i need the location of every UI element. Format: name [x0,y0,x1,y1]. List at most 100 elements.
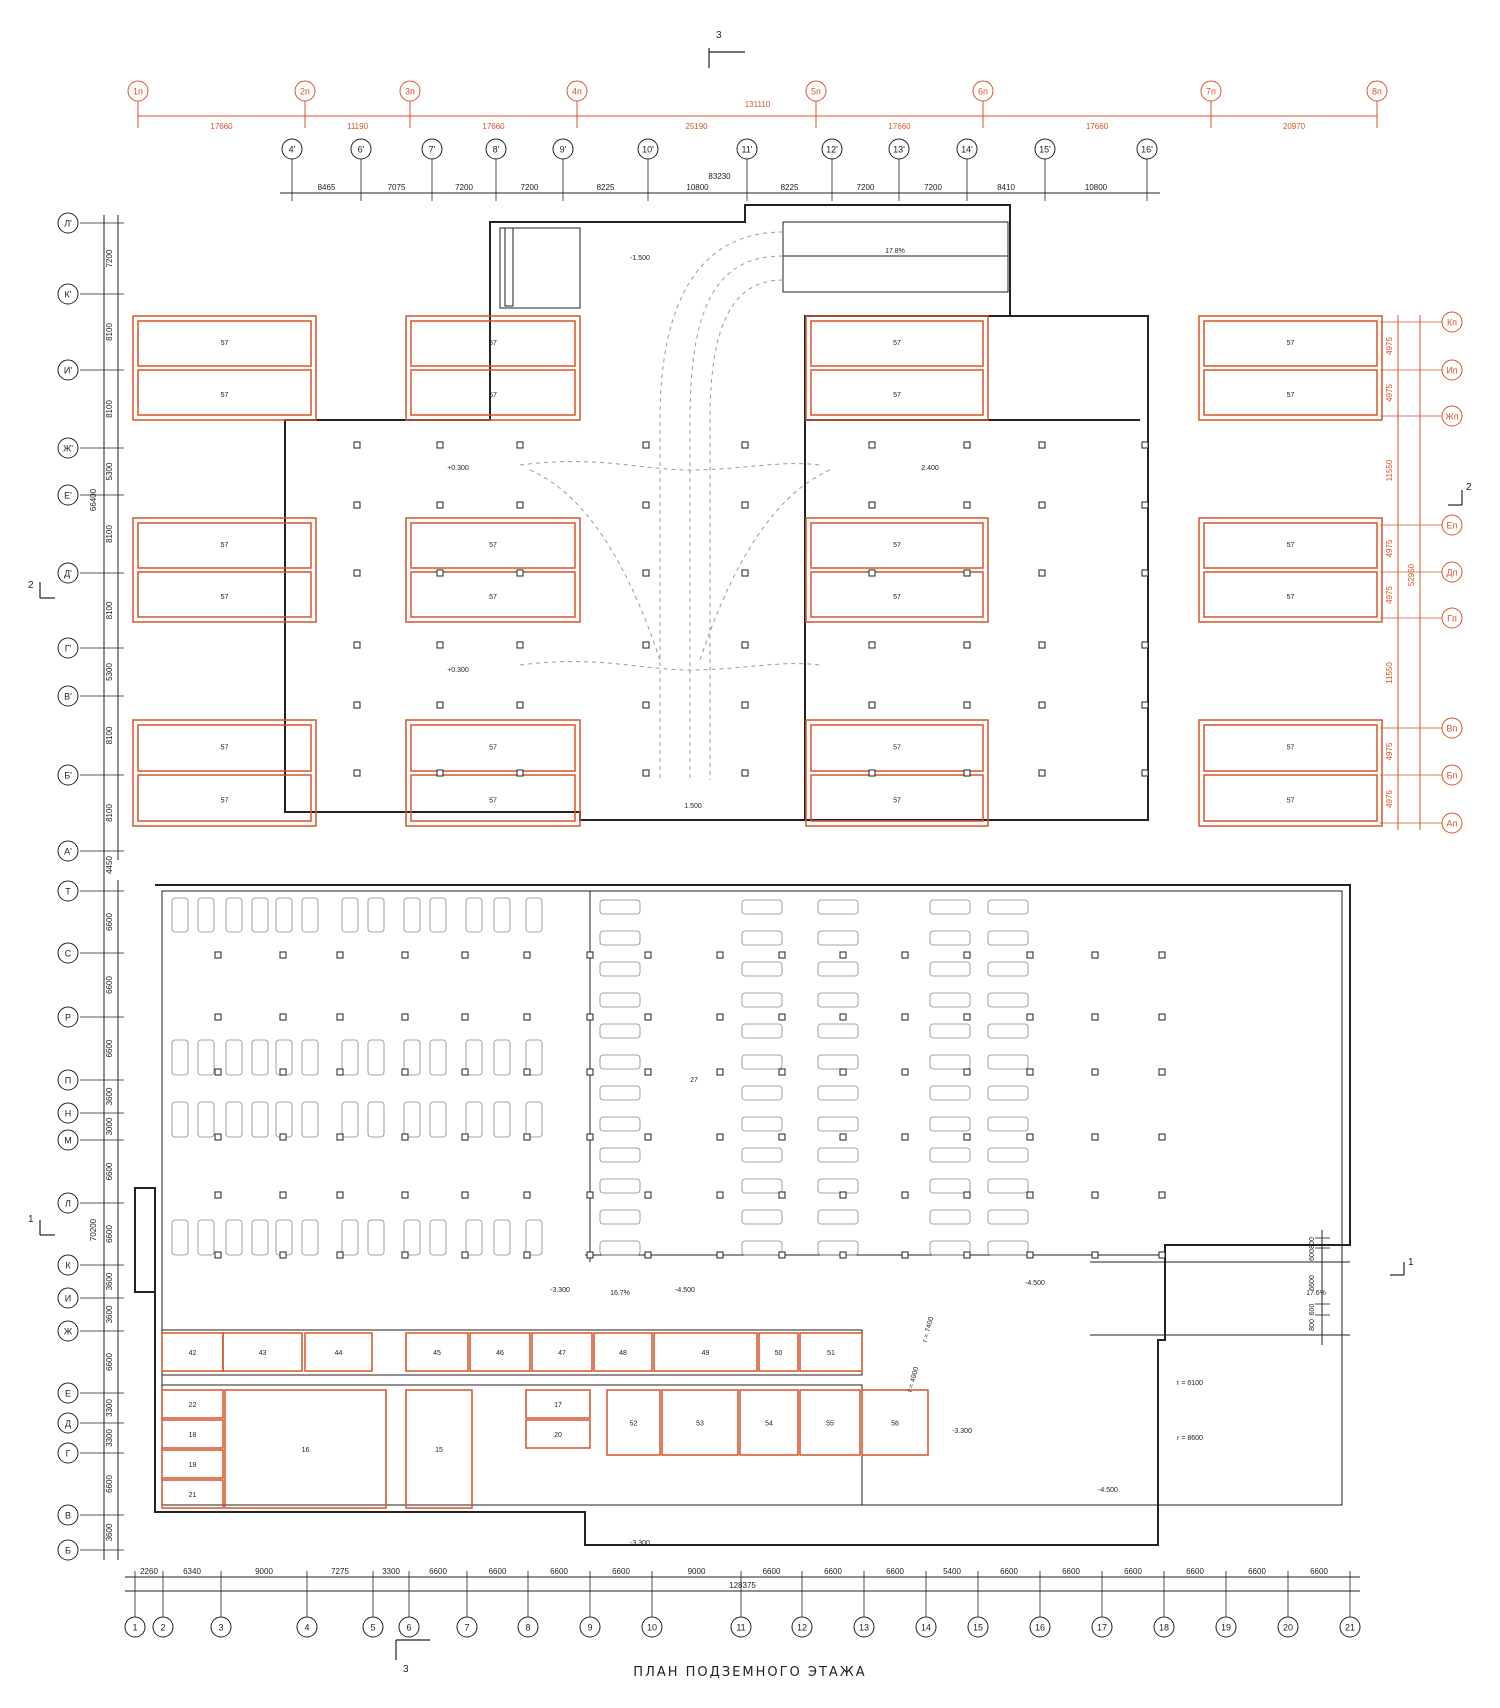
level-label: -4.500 [1098,1487,1118,1494]
column [901,1013,909,1021]
black-axis-label: 10' [642,145,654,155]
segment-dimension: 8100 [105,804,114,822]
segment-dimension: 9000 [688,1567,706,1576]
segment-dimension: 6600 [763,1567,781,1576]
room-label: 57 [221,594,229,601]
segment-dimension: 10800 [686,183,709,192]
black-axis-label: 13' [893,145,905,155]
car [251,1219,269,1256]
room-label: 57 [1287,340,1295,347]
room [222,1332,303,1372]
left-axis-label: И' [64,366,72,376]
apartment-unit [810,320,984,367]
segment-dimension: 6600 [489,1567,507,1576]
section-label: 2 [28,580,34,591]
column [642,701,650,709]
segment-dimension: 25190 [685,122,708,131]
room [739,1389,799,1456]
room-label: 55 [826,1421,834,1428]
lower-left-axis-label: Б [65,1546,71,1556]
lower-left-axis-bubble [57,880,79,902]
apartment-block [405,315,581,421]
black-axis-label: 7' [429,145,436,155]
segment-dimension: 6600 [429,1567,447,1576]
room-label: 48 [619,1350,627,1357]
column [214,1191,222,1199]
car [929,1178,971,1194]
room [405,1332,469,1372]
segment-dimension: 600 [1309,1304,1316,1316]
room-label: 54 [765,1421,773,1428]
section-label: 1 [1408,1257,1414,1268]
room [525,1389,591,1419]
room-label: 45 [433,1350,441,1357]
apartment-block [1198,315,1383,421]
column [868,441,876,449]
column [436,769,444,777]
car [929,1023,971,1039]
column [1091,951,1099,959]
car [171,1101,189,1138]
lower-left-axis-label: Л [65,1199,71,1209]
black-axis-bubble [1034,138,1056,160]
apartment-unit [137,724,312,772]
bottom-axis-bubble [296,1616,318,1638]
column [353,501,361,509]
upper-ramp [499,221,1009,309]
column [516,501,524,509]
apartment-unit [137,320,312,367]
left-axis-bubble [57,484,79,506]
column [1141,641,1149,649]
left-axis-label: А' [64,847,72,857]
black-axis-bubble [736,138,758,160]
car [817,992,859,1008]
column [1141,701,1149,709]
column [401,1013,409,1021]
column [1038,441,1046,449]
apartment-unit [137,369,312,416]
black-axis-bubble [1136,138,1158,160]
level-label: 1.500 [684,803,702,810]
black-axis-label: 6' [358,145,365,155]
room-label: 43 [259,1350,267,1357]
car [171,1039,189,1076]
bottom-axis-bubble [210,1616,232,1638]
room [161,1389,224,1419]
column [436,641,444,649]
segment-dimension: 5400 [943,1567,961,1576]
car [493,1039,511,1076]
car [465,1101,483,1138]
red-axis-label: 8п [1372,87,1382,97]
column [1158,1013,1166,1021]
column [586,1133,594,1141]
segment-dimension: 6600 [1000,1567,1018,1576]
column [741,701,749,709]
left-axis-label: В' [64,692,72,702]
car [599,1054,641,1070]
column [214,1133,222,1141]
car [275,897,293,933]
column [901,951,909,959]
room-label: 57 [489,745,497,752]
car [987,930,1029,946]
apartment-unit [410,724,576,772]
segment-dimension: 6600 [105,1475,114,1493]
black-axis-bubble [552,138,574,160]
right-axis-label: Бп [1447,771,1458,781]
segment-dimension: 7275 [331,1567,349,1576]
car [341,897,359,933]
apartment-block [132,517,317,623]
column [778,1013,786,1021]
car [197,897,215,933]
bottom-axis-label: 20 [1283,1623,1293,1633]
lower-left-axis-label: В [65,1511,71,1521]
car [465,897,483,933]
lower-left-axis-label: Р [65,1013,71,1023]
car [817,1240,859,1256]
room-label: 57 [1287,594,1295,601]
red-axis-bubble [127,80,149,102]
apartment-unit [810,522,984,569]
lower-left-axis-column: Т6600С6600Р6600П3600Н3000М6600Л6600К3600… [57,880,1330,1561]
black-axis-label: 9' [560,145,567,155]
